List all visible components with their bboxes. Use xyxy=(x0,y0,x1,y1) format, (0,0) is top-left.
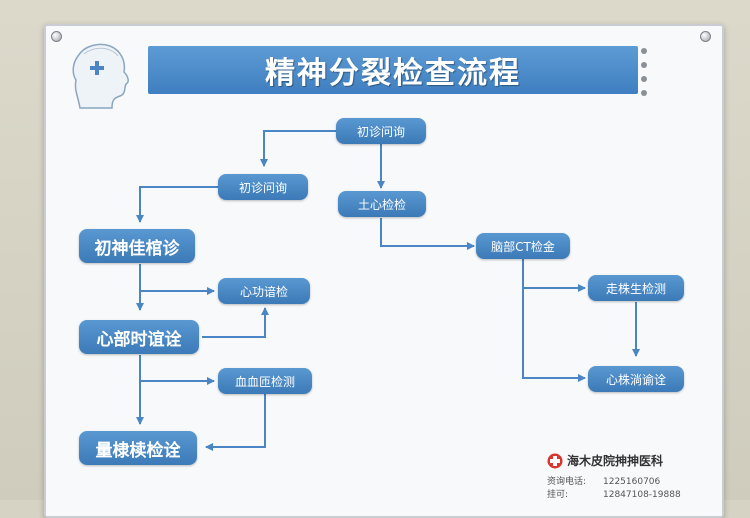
node-right-check-2: 心株淌谕诠 xyxy=(588,366,684,392)
screw-icon xyxy=(700,31,711,42)
phone-value: 1225160706 xyxy=(603,477,661,487)
screw-icon xyxy=(51,31,62,42)
node-blood-test: 血血匝检测 xyxy=(218,368,312,394)
hospital-footer: 海木皮院抻抻医科 资询电话: 1225160706 挂可: 12847108-198… xyxy=(545,450,720,500)
hospital-name: 海木皮院抻抻医科 xyxy=(567,454,664,468)
head-profile-logo-icon xyxy=(66,38,136,110)
page-title-banner: 精神分裂检查流程 xyxy=(148,46,638,94)
node-brain-ct: 脑部CT检金 xyxy=(476,233,570,259)
hotline-value: 12847108-19888 xyxy=(603,490,681,500)
hospital-cross-icon xyxy=(547,453,563,469)
contact-info: 资询电话: 1225160706 挂可: 12847108-19888 xyxy=(547,476,681,502)
node-step-3: 量棣椟检诠 xyxy=(79,431,197,465)
node-heart-function-check: 心功谙检 xyxy=(218,278,310,304)
arrow xyxy=(205,394,266,451)
arrow xyxy=(139,264,215,295)
page-title: 精神分裂检查流程 xyxy=(265,56,521,91)
node-initial-consultation-center: 初诊问询 xyxy=(336,118,426,144)
arrow xyxy=(136,186,218,223)
arrow xyxy=(380,218,475,250)
node-step-2: 心部时谊诠 xyxy=(79,320,199,354)
phone-label: 资询电话: xyxy=(547,477,587,487)
node-right-check-1: 走株生检测 xyxy=(588,275,684,301)
node-exam-center: 土心检检 xyxy=(338,191,426,217)
flow-arrows xyxy=(136,130,640,451)
arrow xyxy=(260,130,336,167)
arrow xyxy=(522,288,586,382)
arrow xyxy=(139,355,215,385)
hotline-label: 挂可: xyxy=(547,490,569,500)
node-initial-consultation-left: 初诊问询 xyxy=(218,174,308,200)
arrow xyxy=(522,258,586,292)
node-step-1: 初神佳棺诊 xyxy=(79,229,195,263)
arrow xyxy=(202,307,269,338)
banner-dots xyxy=(640,48,648,96)
